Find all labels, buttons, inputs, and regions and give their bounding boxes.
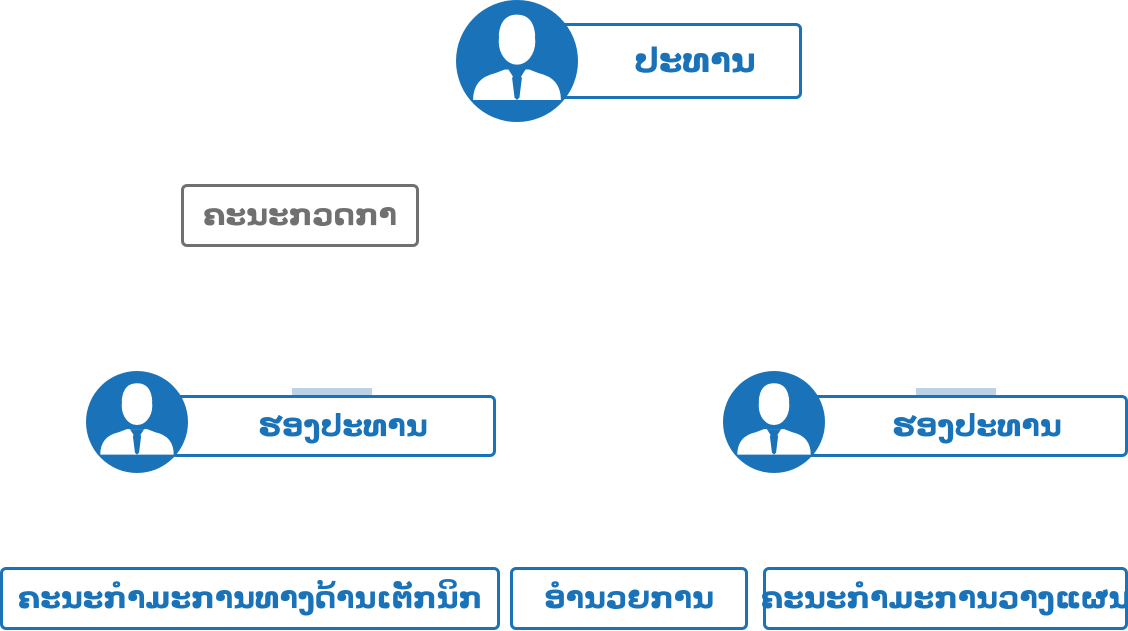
person-icon — [456, 0, 578, 122]
technical-committee-label: ຄະນະກຳມະການທາງດ້ານເຕັກນິກ — [17, 581, 483, 616]
director-label: ອຳນວຍການ — [543, 581, 715, 616]
vice-president-left-label: ຮອງປະທານ — [258, 408, 428, 444]
tab-marker — [916, 388, 996, 396]
director-box: ອຳນວຍການ — [510, 567, 748, 630]
planning-committee-box: ຄະນະກຳມະການວາງແຜນ — [760, 567, 1128, 630]
president-box: ປະທານ — [548, 23, 802, 99]
vice-president-left-box: ຮອງປະທານ — [170, 395, 496, 457]
president-label: ປະທານ — [634, 41, 756, 81]
control-committee-box: ຄະນະກວດກາ — [181, 184, 419, 247]
planning-committee-label: ຄະນະກຳມະການວາງແຜນ — [760, 581, 1128, 616]
tab-marker — [292, 388, 372, 396]
vice-president-right-label: ຮອງປະທານ — [892, 408, 1062, 444]
control-committee-label: ຄະນະກວດກາ — [203, 198, 397, 233]
person-icon — [86, 371, 188, 473]
person-icon — [723, 371, 825, 473]
technical-committee-box: ຄະນະກຳມະການທາງດ້ານເຕັກນິກ — [0, 567, 500, 630]
vice-president-right-box: ຮອງປະທານ — [806, 395, 1128, 457]
